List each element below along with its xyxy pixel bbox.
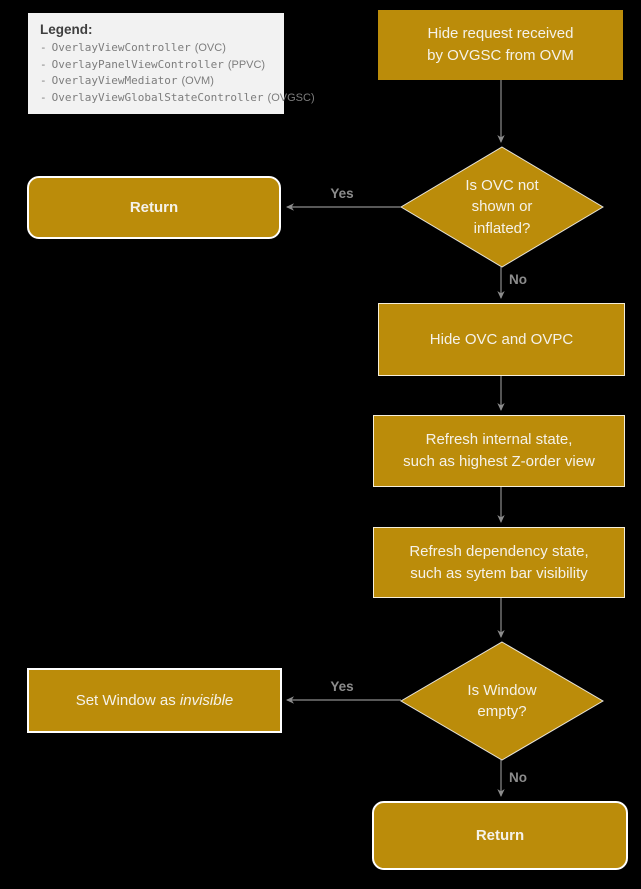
edge-label-yes-bottom: Yes	[330, 679, 354, 694]
legend-panel: Legend: -OverlayViewController(OVC) -Ove…	[28, 13, 315, 114]
node-start-hide-request: Hide request received by OVGSC from OVM	[378, 10, 623, 80]
node-hide-ovc-label: Hide OVC and OVPC	[429, 330, 574, 348]
decision-ovc-label: Is OVC not shown or inflated?	[422, 147, 582, 267]
node-refresh-internal-text: Refresh internal state, such as highest …	[403, 429, 595, 473]
legend-class-name: OverlayPanelViewController	[51, 57, 224, 71]
edge-label-no-top: No	[509, 272, 527, 287]
legend-abbr: (OVC)	[194, 42, 226, 54]
legend-abbr: (OVGSC)	[267, 91, 315, 104]
decision-window-line2: empty?	[477, 703, 527, 720]
legend-item-ovc: -OverlayViewController(OVC)	[40, 40, 272, 57]
legend-bullet: -	[40, 41, 47, 54]
legend-class-name: OverlayViewMediator	[51, 74, 178, 87]
node-set-window-invisible: Set Window as invisible	[27, 668, 282, 733]
decision-window-label: Is Window empty?	[422, 642, 582, 760]
decision-ovc-line2: shown or	[471, 198, 533, 216]
node-set-window-emphasis: invisible	[179, 691, 234, 709]
decision-ovc-line1: Is OVC not	[465, 177, 539, 195]
legend-bullet: -	[40, 57, 47, 71]
legend-title: Legend:	[40, 22, 93, 37]
node-return-top: Return	[27, 176, 281, 239]
legend-abbr: (OVM)	[181, 75, 214, 87]
node-start-line1: Hide request received	[427, 25, 574, 43]
legend-class-name: OverlayViewGlobalStateController	[51, 90, 264, 104]
node-refresh-internal-line1: Refresh internal state,	[425, 431, 573, 449]
node-refresh-internal-line2: such as highest Z-order view	[403, 453, 595, 470]
node-set-window-text: Set Window as invisible	[76, 690, 234, 712]
node-hide-ovc-ovpc: Hide OVC and OVPC	[378, 303, 625, 376]
node-refresh-dependency-line2: such as sytem bar visibility	[410, 564, 588, 582]
legend-item-ovm: -OverlayViewMediator(OVM)	[40, 73, 272, 90]
node-return-bottom-label: Return	[475, 826, 525, 844]
node-return-bottom: Return	[372, 801, 628, 870]
node-refresh-internal-state: Refresh internal state, such as highest …	[373, 415, 625, 487]
node-return-top-label: Return	[129, 198, 179, 216]
node-set-window-prefix: Set Window as	[75, 691, 180, 709]
node-refresh-dependency-text: Refresh dependency state, such as sytem …	[409, 541, 588, 585]
decision-ovc-line3: inflated?	[473, 219, 531, 237]
node-refresh-dependency-line1: Refresh dependency state,	[409, 542, 589, 560]
legend-item-ppvc: -OverlayPanelViewController(PPVC)	[40, 57, 272, 74]
node-start-line2: by OVGSC from OVM	[427, 47, 574, 64]
decision-window-line1: Is Window	[467, 681, 537, 699]
edge-label-yes-top: Yes	[330, 186, 354, 201]
decision-ovc-diamond	[400, 146, 604, 268]
decision-window-diamond	[400, 641, 604, 761]
node-refresh-dependency-state: Refresh dependency state, such as sytem …	[373, 527, 625, 598]
legend-class-name: OverlayViewController	[51, 41, 191, 54]
edge-label-no-bottom: No	[509, 770, 527, 785]
legend-abbr: (PPVC)	[227, 58, 266, 71]
legend-item-ovgsc: -OverlayViewGlobalStateController(OVGSC)	[40, 90, 315, 107]
node-start-text: Hide request received by OVGSC from OVM	[427, 23, 574, 67]
legend-bullet: -	[40, 90, 47, 104]
legend-bullet: -	[40, 74, 47, 87]
